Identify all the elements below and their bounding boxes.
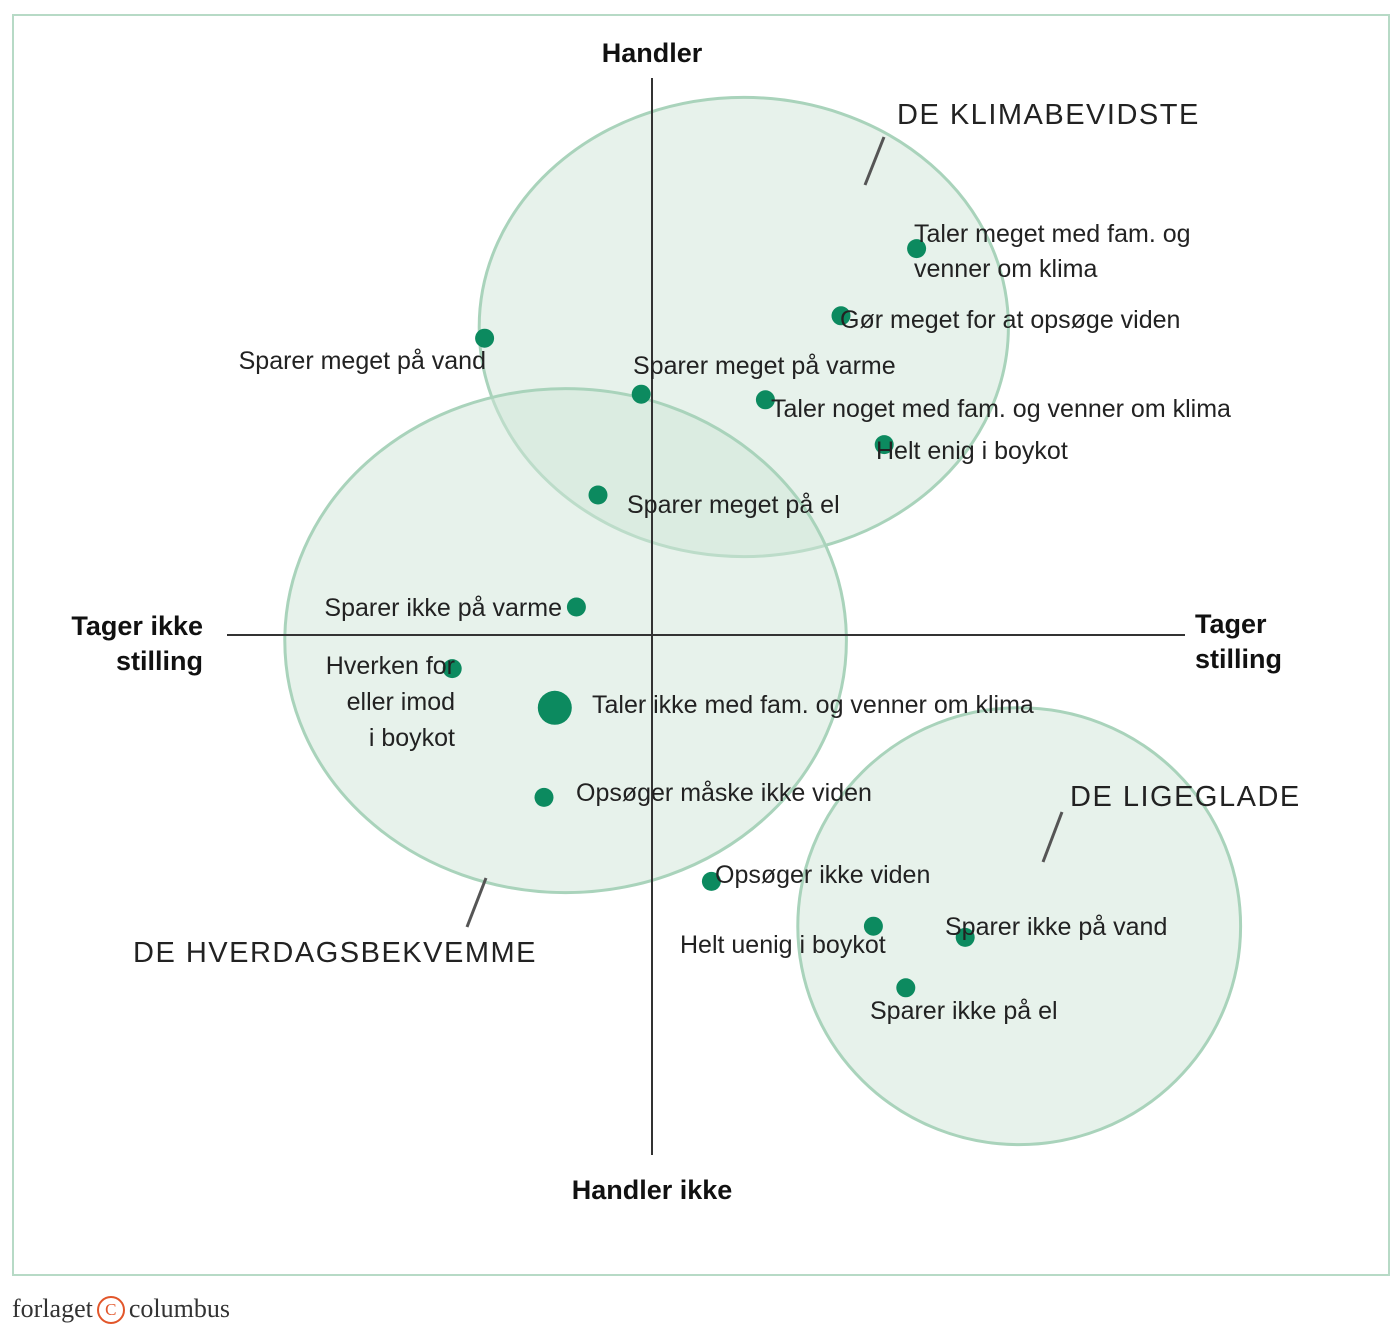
point-sparer-meget-p-varme bbox=[631, 384, 651, 404]
cluster-de-ligeglade bbox=[796, 706, 1243, 1147]
point-label-hverken-for-eller-imod-i-boykot-0: Hverken for bbox=[326, 652, 455, 680]
point-label-taler-noget-med-fam-og-venner-om-klima-0: Taler noget med fam. og venner om klima bbox=[771, 395, 1231, 423]
axis-label-bottom-0: Handler ikke bbox=[572, 1175, 733, 1205]
point-taler-noget-med-fam-og-venner-om-klima bbox=[755, 390, 775, 410]
point-label-taler-meget-med-fam-og-venner-om-klima-1: venner om klima bbox=[914, 255, 1097, 283]
point-taler-ikke-med-fam-og-venner-om-klima bbox=[537, 690, 572, 725]
point-taler-meget-med-fam-og-venner-om-klima bbox=[907, 239, 927, 259]
point-label-sparer-meget-p-varme-0: Sparer meget på varme bbox=[633, 352, 896, 380]
cluster-de-hverdagsbekvemme bbox=[283, 387, 848, 895]
publisher-left: forlaget bbox=[12, 1294, 93, 1323]
point-helt-enig-i-boykot bbox=[874, 435, 894, 455]
group-label-de-klimabevidste: DE KLIMABEVIDSTE bbox=[897, 99, 1200, 131]
point-helt-uenig-i-boykot bbox=[863, 916, 883, 936]
point-ops-ger-m-ske-ikke-viden bbox=[534, 787, 554, 807]
point-sparer-ikke-p-varme bbox=[566, 597, 586, 617]
point-label-sparer-meget-p-vand-0: Sparer meget på vand bbox=[239, 347, 486, 375]
axis-label-left-0: Tager ikke bbox=[71, 611, 203, 641]
axis-label-right-0: Tager bbox=[1195, 609, 1267, 639]
point-label-ops-ger-m-ske-ikke-viden-0: Opsøger måske ikke viden bbox=[576, 779, 872, 807]
point-sparer-meget-p-el bbox=[588, 485, 608, 505]
leader-line-de-ligeglade bbox=[1041, 811, 1064, 863]
point-label-hverken-for-eller-imod-i-boykot-2: i boykot bbox=[369, 724, 455, 752]
group-label-de-ligeglade: DE LIGEGLADE bbox=[1070, 781, 1301, 813]
point-label-ops-ger-ikke-viden-0: Opsøger ikke viden bbox=[715, 861, 930, 889]
point-label-helt-uenig-i-boykot-0: Helt uenig i boykot bbox=[680, 931, 886, 959]
publisher-right: columbus bbox=[128, 1294, 230, 1323]
group-label-de-hverdagsbekvemme: DE HVERDAGSBEKVEMME bbox=[133, 937, 537, 969]
point-label-sparer-ikke-p-varme-0: Sparer ikke på varme bbox=[324, 594, 562, 622]
axis-label-left-1: stilling bbox=[116, 646, 203, 676]
point-hverken-for-eller-imod-i-boykot bbox=[442, 659, 462, 679]
axis-label-top-0: Handler bbox=[602, 38, 703, 68]
point-sparer-ikke-p-vand bbox=[955, 927, 975, 947]
point-label-taler-meget-med-fam-og-venner-om-klima-0: Taler meget med fam. og bbox=[914, 220, 1191, 248]
point-label-sparer-ikke-p-el-0: Sparer ikke på el bbox=[870, 997, 1058, 1025]
leader-line-de-hverdagsbekvemme bbox=[465, 877, 488, 928]
axis-label-right-1: stilling bbox=[1195, 644, 1282, 674]
point-label-sparer-meget-p-el-0: Sparer meget på el bbox=[627, 491, 840, 519]
point-label-hverken-for-eller-imod-i-boykot-1: eller imod bbox=[347, 688, 455, 716]
point-ops-ger-ikke-viden bbox=[701, 871, 721, 891]
copyright-circle-icon: C bbox=[96, 1296, 125, 1324]
leader-line-de-klimabevidste bbox=[863, 136, 886, 186]
point-g-r-meget-for-at-ops-ge-viden bbox=[831, 306, 851, 326]
point-sparer-meget-p-vand bbox=[475, 328, 495, 348]
point-label-helt-enig-i-boykot-0: Helt enig i boykot bbox=[876, 437, 1068, 465]
point-label-sparer-ikke-p-vand-0: Sparer ikke på vand bbox=[945, 913, 1167, 941]
point-label-taler-ikke-med-fam-og-venner-om-klima-0: Taler ikke med fam. og venner om klima bbox=[592, 691, 1034, 719]
point-sparer-ikke-p-el bbox=[896, 978, 916, 998]
point-label-g-r-meget-for-at-ops-ge-viden-0: Gør meget for at opsøge viden bbox=[840, 306, 1180, 334]
